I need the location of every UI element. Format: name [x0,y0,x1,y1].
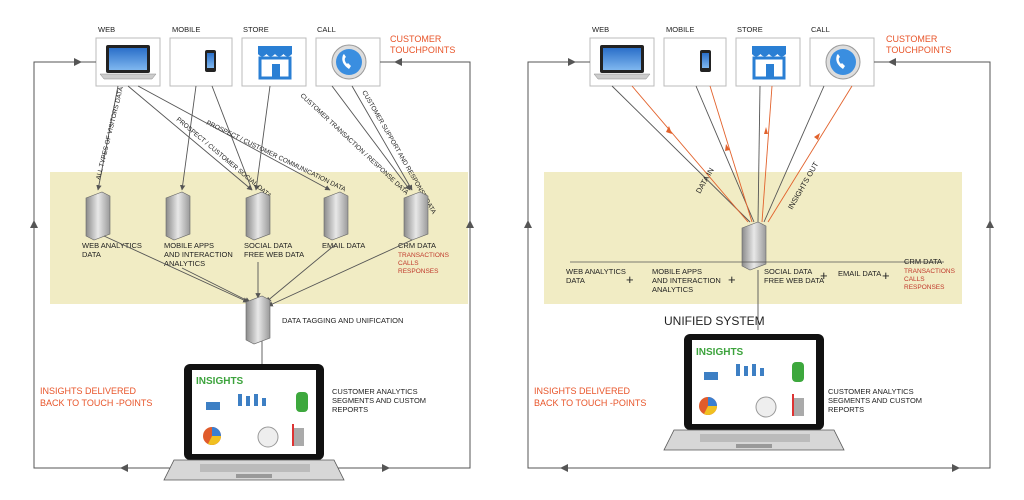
r-delivery-2: BACK TO TOUCH -POINTS [534,398,646,408]
call-icon [809,37,875,87]
touchpoints-title-2: TOUCHPOINTS [390,45,455,55]
r-reports-2: SEGMENTS AND CUSTOM [828,396,922,405]
r-label-store: STORE [737,25,763,34]
r-src-crm-red-3: RESPONSES [904,284,945,291]
src-web-2: DATA [82,250,101,259]
delivery-1: INSIGHTS DELIVERED [40,386,137,396]
laptop-icon [95,37,161,87]
hub-lines [103,235,413,366]
src-crm: CRM DATA [398,241,436,250]
hub-server-icon [245,295,271,345]
plus-1: + [626,272,634,287]
r-src-crm-red-2: CALLS [904,276,925,283]
flow-visitors: ALL TYPES OF VISITORS DATA [95,86,125,181]
r-src-mobile-1: MOBILE APPS [652,267,702,276]
r-reports-1: CUSTOMER ANALYTICS [828,387,914,396]
hub-label: DATA TAGGING AND UNIFICATION [282,316,403,325]
src-social-2: FREE WEB DATA [244,250,304,259]
server-icon [85,191,429,241]
left-diagram: WEB MOBILE STORE CALL CUSTOMER TOUCHPOIN… [30,25,474,481]
plus-4: + [882,268,890,283]
insights-out-lines [631,85,853,223]
dashboard-laptop: INSIGHTS [163,364,345,481]
data-in-lines [611,85,825,223]
r-dashboard-laptop: INSIGHTS [663,334,845,451]
r-src-mobile-3: ANALYTICS [652,285,693,294]
plus-2: + [728,272,736,287]
r-touchpoints-title-1: CUSTOMER [886,34,938,44]
reports-3: REPORTS [332,405,368,414]
src-crm-red-1: TRANSACTIONS [398,252,450,259]
phone-icon [169,37,233,87]
flow-lines [96,85,413,191]
r-feedback-loop [527,61,991,469]
src-crm-red-2: CALLS [398,260,419,267]
plus-3: + [820,268,828,283]
r-src-social-2: FREE WEB DATA [764,276,824,285]
src-crm-red-3: RESPONSES [398,268,439,275]
src-mobile-1: MOBILE APPS [164,241,214,250]
src-web-1: WEB ANALYTICS [82,241,142,250]
src-email: EMAIL DATA [322,241,365,250]
laptop-icon [589,37,655,87]
r-touchpoints-title-2: TOUCHPOINTS [886,45,951,55]
r-label-call: CALL [811,25,830,34]
r-reports-3: REPORTS [828,405,864,414]
r-src-crm-red-1: TRANSACTIONS [904,268,956,275]
r-src-email: EMAIL DATA [838,269,881,278]
r-src-social-1: SOCIAL DATA [764,267,812,276]
right-diagram: WEB MOBILE STORE CALL CUSTOMER TOUCHPOIN… [524,25,994,472]
phone-icon [663,37,727,87]
touchpoints-title-1: CUSTOMER [390,34,442,44]
reports-1: CUSTOMER ANALYTICS [332,387,418,396]
store-icon [735,37,801,87]
call-icon [315,37,381,87]
dashboard-title: INSIGHTS [196,376,244,387]
src-social-1: SOCIAL DATA [244,241,292,250]
r-src-crm: CRM DATA [904,257,942,266]
out-arrowheads [666,126,820,151]
unified-system-label: UNIFIED SYSTEM [664,314,765,328]
store-icon [241,37,307,87]
r-label-web: WEB [592,25,609,34]
r-label-mobile: MOBILE [666,25,694,34]
r-src-mobile-2: AND INTERACTION [652,276,721,285]
delivery-2: BACK TO TOUCH -POINTS [40,398,152,408]
r-dashboard-title: INSIGHTS [696,347,744,358]
label-mobile: MOBILE [172,25,200,34]
label-call: CALL [317,25,336,34]
reports-2: SEGMENTS AND CUSTOM [332,396,426,405]
label-store: STORE [243,25,269,34]
r-src-web-2: DATA [566,276,585,285]
r-src-web-1: WEB ANALYTICS [566,267,626,276]
label-web: WEB [98,25,115,34]
r-delivery-1: INSIGHTS DELIVERED [534,386,631,396]
central-server-icon [741,221,767,271]
src-mobile-2: AND INTERACTION [164,250,233,259]
src-mobile-3: ANALYTICS [164,259,205,268]
